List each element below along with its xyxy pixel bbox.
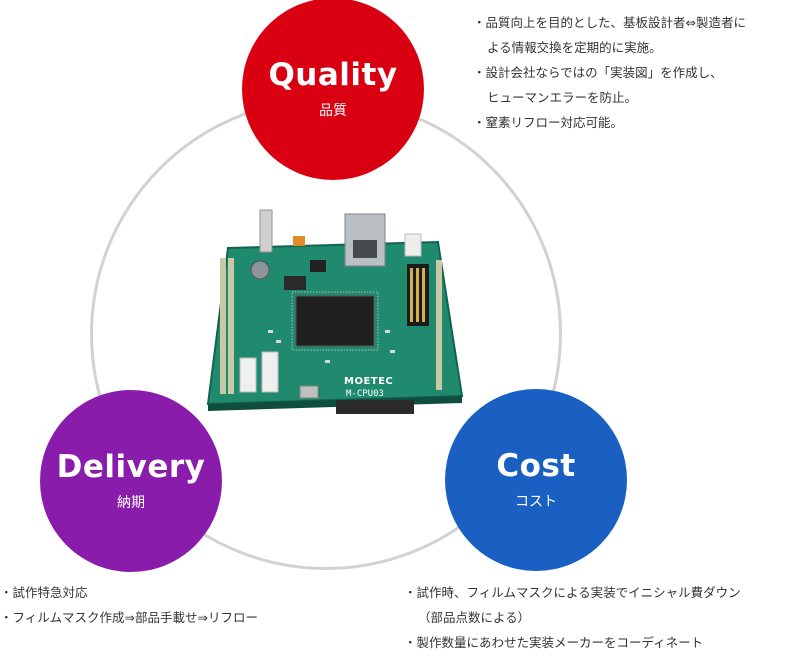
quality-subtitle: 品質 <box>319 103 347 120</box>
quality-note: ・品質向上を目的とした、基板設計者⇔製造者に <box>473 15 746 30</box>
quality-bubble: Quality 品質 <box>242 0 424 180</box>
quality-note: ・設計会社ならではの「実装図」を作成し、 <box>473 65 723 80</box>
cost-note: ・製作数量にあわせた実装メーカーをコーディネート <box>404 635 704 650</box>
quality-note: ・窒素リフロー対応可能。 <box>473 115 624 130</box>
quality-note: よる情報交換を定期的に実施。 <box>487 40 662 55</box>
delivery-note: ・試作特急対応 <box>0 585 88 600</box>
cost-notes: ・試作時、フィルムマスクによる実装でイニシャル費ダウン （部品点数による） ・製… <box>404 580 741 655</box>
delivery-title: Delivery <box>56 448 206 485</box>
cost-subtitle: コスト <box>515 494 557 511</box>
delivery-note: ・フィルムマスク作成⇒部品手載せ⇒リフロー <box>0 610 258 625</box>
cost-title: Cost <box>496 447 576 484</box>
cost-bubble: Cost コスト <box>445 389 627 571</box>
cost-note: （部品点数による） <box>418 610 531 625</box>
quality-note: ヒューマンエラーを防止。 <box>487 90 638 105</box>
cost-note: ・試作時、フィルムマスクによる実装でイニシャル費ダウン <box>404 585 741 600</box>
circuit-board-image: MOETEC M-CPU03 <box>206 209 464 414</box>
board-model-label: M-CPU03 <box>346 389 384 399</box>
quality-notes: ・品質向上を目的とした、基板設計者⇔製造者に よる情報交換を定期的に実施。 ・設… <box>473 10 746 135</box>
board-brand-label: MOETEC <box>344 376 393 387</box>
quality-title: Quality <box>268 56 398 93</box>
delivery-bubble: Delivery 納期 <box>40 390 222 572</box>
delivery-subtitle: 納期 <box>117 495 145 512</box>
delivery-notes: ・試作特急対応 ・フィルムマスク作成⇒部品手載せ⇒リフロー <box>0 580 258 630</box>
